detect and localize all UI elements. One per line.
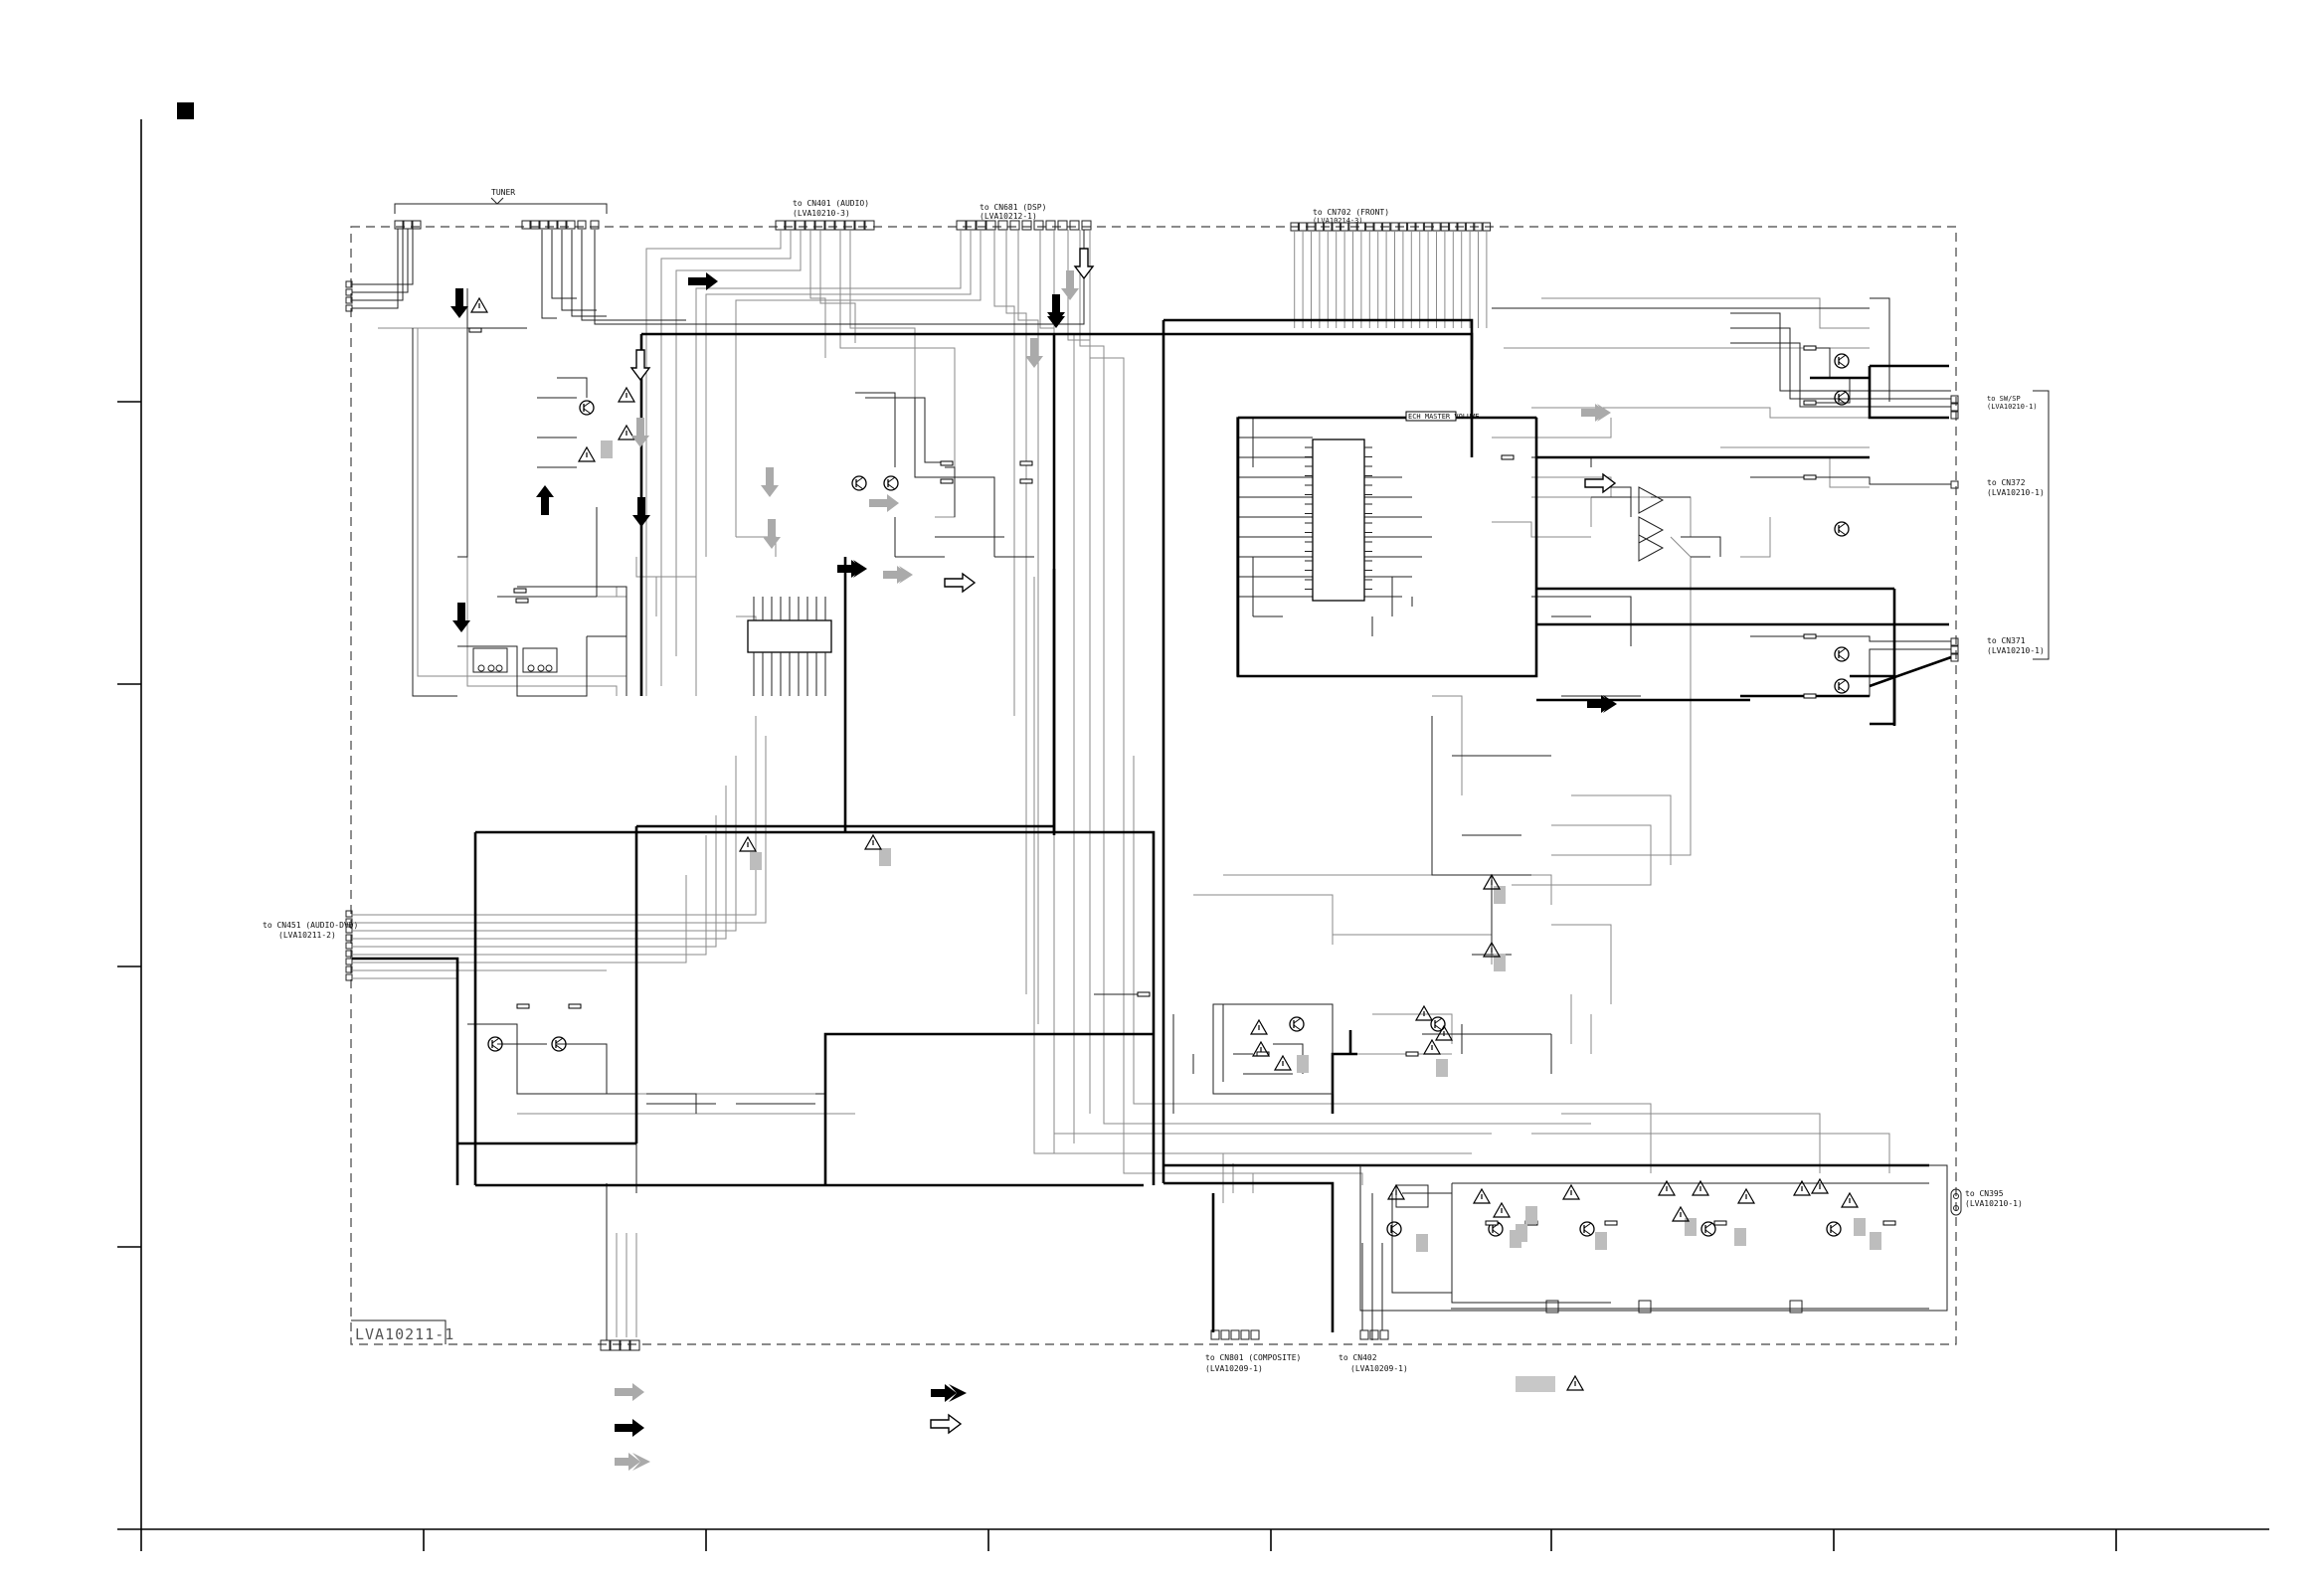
cn401-label: to CN401 (AUDIO) <box>793 199 869 208</box>
left-input-pins <box>345 229 414 312</box>
tuner-connector: TUNER <box>394 188 608 230</box>
cn372-label: to CN372 <box>1987 478 2026 487</box>
safety-resistors <box>601 440 1881 1252</box>
master-volume-ic: ECH MASTER VOLUME <box>1236 411 1537 677</box>
cn402-sublabel: (LVA10209-1) <box>1350 1364 1408 1373</box>
section-marker <box>177 102 194 119</box>
master-volume-label: ECH MASTER VOLUME <box>1408 413 1480 421</box>
cn401-sublabel: (LVA10210-3) <box>793 209 850 218</box>
output-amp-block <box>1212 1003 1948 1314</box>
relays <box>472 647 558 673</box>
cn372-sublabel: (LVA10210-1) <box>1987 488 2045 497</box>
resistors <box>468 327 1896 1226</box>
output-bracket <box>2033 390 2050 660</box>
cn371-sublabel: (LVA10210-1) <box>1987 646 2045 655</box>
cn371-connector: to CN371 (LVA10210-1) <box>1950 636 2045 662</box>
cn371-label: to CN371 <box>1987 636 2026 645</box>
legend <box>615 1375 1584 1471</box>
cn-sw-connector: to SW/SP (LVA10210-1) <box>1950 395 2038 420</box>
cn401-connector: to CN401 (AUDIO) (LVA10210-3) <box>775 199 875 231</box>
gray-wiring <box>352 230 1890 1337</box>
cn801-label: to CN801 (COMPOSITE) <box>1205 1353 1301 1362</box>
bottom-left-connector <box>600 1339 640 1351</box>
cn372-connector: to CN372 (LVA10210-1) <box>1950 478 2045 497</box>
cn681-sublabel: (LVA10212-1) <box>980 212 1037 221</box>
selector-ic <box>747 597 832 696</box>
board-id: LVA10211-1 <box>355 1325 454 1343</box>
board-id-tag: LVA10211-1 <box>351 1319 454 1344</box>
cn702-sublabel: (LVA10214-3) <box>1313 217 1363 225</box>
cn402-label: to CN402 <box>1339 1353 1377 1362</box>
cn-sw-sublabel: (LVA10210-1) <box>1987 403 2038 411</box>
cn702-connector: to CN702 (FRONT) (LVA10214-3) <box>1290 208 1492 328</box>
page-frame <box>117 102 2269 1551</box>
cn451-connector: to CN451 (AUDIO-DVD) (LVA10211-2) <box>263 910 358 981</box>
cn395-label: to CN395 <box>1965 1189 2004 1198</box>
cn451-sublabel: (LVA10211-2) <box>278 931 336 940</box>
tuner-label: TUNER <box>491 188 515 197</box>
cn681-label: to CN681 (DSP) <box>980 203 1046 212</box>
cn395-connector: to CN395 (LVA10210-1) <box>1950 1188 2023 1216</box>
legend-shade-swatch <box>1516 1376 1555 1392</box>
cn681-connector: to CN681 (DSP) (LVA10212-1) <box>956 203 1092 231</box>
op-amps <box>1638 486 1665 562</box>
cn702-label: to CN702 (FRONT) <box>1313 208 1389 217</box>
cn-sw-label: to SW/SP <box>1987 395 2021 403</box>
cn451-label: to CN451 (AUDIO-DVD) <box>263 921 358 930</box>
cn801-connector: to CN801 (COMPOSITE) (LVA10209-1) <box>1205 1329 1301 1373</box>
cn395-sublabel: (LVA10210-1) <box>1965 1199 2023 1208</box>
board-outline <box>350 226 1957 1345</box>
cn402-connector: to CN402 (LVA10209-1) <box>1339 1329 1408 1373</box>
power-wiring <box>352 318 1952 1332</box>
cn801-sublabel: (LVA10209-1) <box>1205 1364 1263 1373</box>
